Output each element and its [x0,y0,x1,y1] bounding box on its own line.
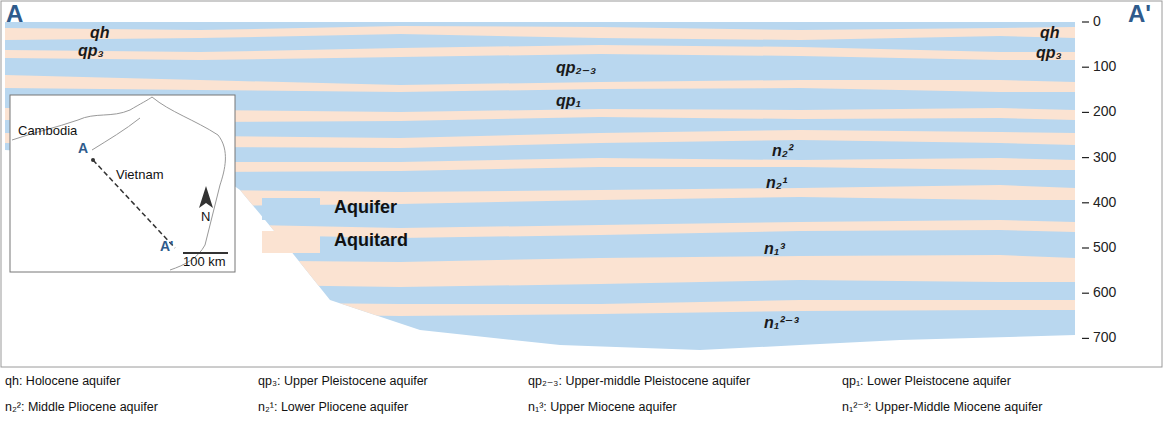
layer-label: n₂¹ [766,174,787,192]
depth-tick [1082,67,1089,68]
north-label: N [201,210,210,225]
depth-label: 200 [1093,103,1116,119]
layer-label: n₁²⁻³ [764,314,799,332]
depth-tick [1082,293,1089,294]
depth-label: 100 [1093,58,1116,74]
layer-key: qp₁: Lower Pleistocene aquifer [842,374,1011,388]
layer-key: n₂²: Middle Pliocene aquifer [5,400,158,414]
inset-map [10,95,235,272]
country-label: Cambodia [18,124,77,139]
frame [1,1,1162,367]
depth-label: 700 [1093,329,1116,345]
layer-label: qh [1040,24,1060,42]
coastline [152,97,225,270]
depth-label: 0 [1093,13,1101,29]
depth-tick [1082,338,1089,339]
aquifer-body [5,22,1075,350]
aquitard-band [5,298,1075,316]
layer-key: qp₃: Upper Pleistocene aquifer [258,374,428,388]
layer-key: qh: Holocene aquifer [5,374,120,388]
depth-tick [1082,247,1089,248]
layer-label: qh [90,24,110,42]
aquitard-band [5,26,1075,40]
section-end-label: A' [1128,0,1151,28]
layer-label: qp₂₋₃ [556,59,596,77]
depth-label: 300 [1093,149,1116,165]
layer-key: qp₂₋₃: Upper-middle Pleistocene aquifer [528,374,750,388]
scale-label: 100 km [183,255,226,270]
layer-key: n₂¹: Lower Pliocene aquifer [258,400,408,414]
depth-tick [1082,112,1089,113]
border-line [92,118,140,150]
country-label: Vietnam [116,168,163,183]
layer-label: qp₁ [556,92,581,110]
aquitard-bands [5,26,1075,316]
section-end-label: A' [160,238,173,254]
legend-swatch [262,231,320,253]
aquitard-band [5,75,1075,92]
depth-label: 600 [1093,284,1116,300]
border-line [12,97,152,140]
depth-tick [1082,21,1089,22]
north-arrow [199,186,213,208]
layer-label: n₁³ [764,240,785,258]
legend-swatch [262,198,320,220]
layer-key: n₁³: Upper Miocene aquifer [528,400,677,414]
legend-text: Aquitard [334,230,408,251]
depth-tick [1082,202,1089,203]
depth-ticks [1082,22,1089,338]
section-end [91,158,95,162]
layer-key: n₁²⁻³: Upper-Middle Miocene aquifer [842,400,1042,414]
layer-label: qp₃ [1036,44,1062,62]
layer-label: qp₃ [78,42,104,60]
legend-text: Aquifer [334,197,397,218]
section-end-label: A [78,140,88,156]
depth-label: 400 [1093,194,1116,210]
aquitard-band [5,45,1075,60]
depth-label: 500 [1093,239,1116,255]
section-line [93,160,175,248]
section-end-label: A [6,0,23,28]
scale-bar [183,252,228,254]
depth-tick [1082,157,1089,158]
layer-label: n₂² [772,142,793,160]
